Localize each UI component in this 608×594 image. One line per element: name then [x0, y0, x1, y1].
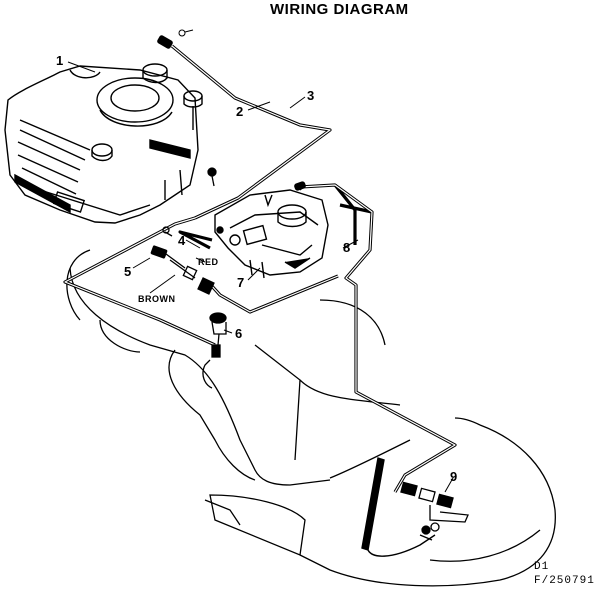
- safety-switch: [400, 481, 469, 541]
- control-lever: [361, 457, 436, 557]
- wire-harness-upper: [170, 44, 332, 220]
- wire-label-brown: BROWN: [138, 294, 176, 304]
- callout-2: 2: [236, 104, 243, 119]
- spark-plug-connector: [157, 29, 194, 49]
- wire-harness-main: [63, 183, 457, 493]
- callout-7: 7: [237, 275, 244, 290]
- key-switch: [209, 312, 227, 358]
- figure-code-line2: F/250791: [534, 575, 595, 587]
- diagram-title: WIRING DIAGRAM: [270, 1, 409, 18]
- wire-label-red: RED: [198, 257, 219, 267]
- callout-3: 3: [307, 88, 314, 103]
- callout-leaders: [67, 61, 454, 493]
- callout-4: 4: [178, 233, 186, 248]
- wire-harness-main-inner: [64, 184, 456, 493]
- callout-6: 6: [235, 326, 242, 341]
- callout-9: 9: [450, 469, 457, 484]
- callout-1: 1: [56, 53, 63, 68]
- engine-illustration: [4, 63, 203, 224]
- figure-code-line1: D1: [534, 561, 549, 573]
- callout-5: 5: [124, 264, 131, 279]
- solenoid-assembly: [214, 181, 329, 279]
- wire-harness-upper-inner: [171, 45, 331, 219]
- mower-deck-outline: [66, 249, 556, 587]
- callout-8: 8: [343, 240, 350, 255]
- ground-clip: [207, 167, 217, 187]
- connector-red-brown: [150, 226, 215, 295]
